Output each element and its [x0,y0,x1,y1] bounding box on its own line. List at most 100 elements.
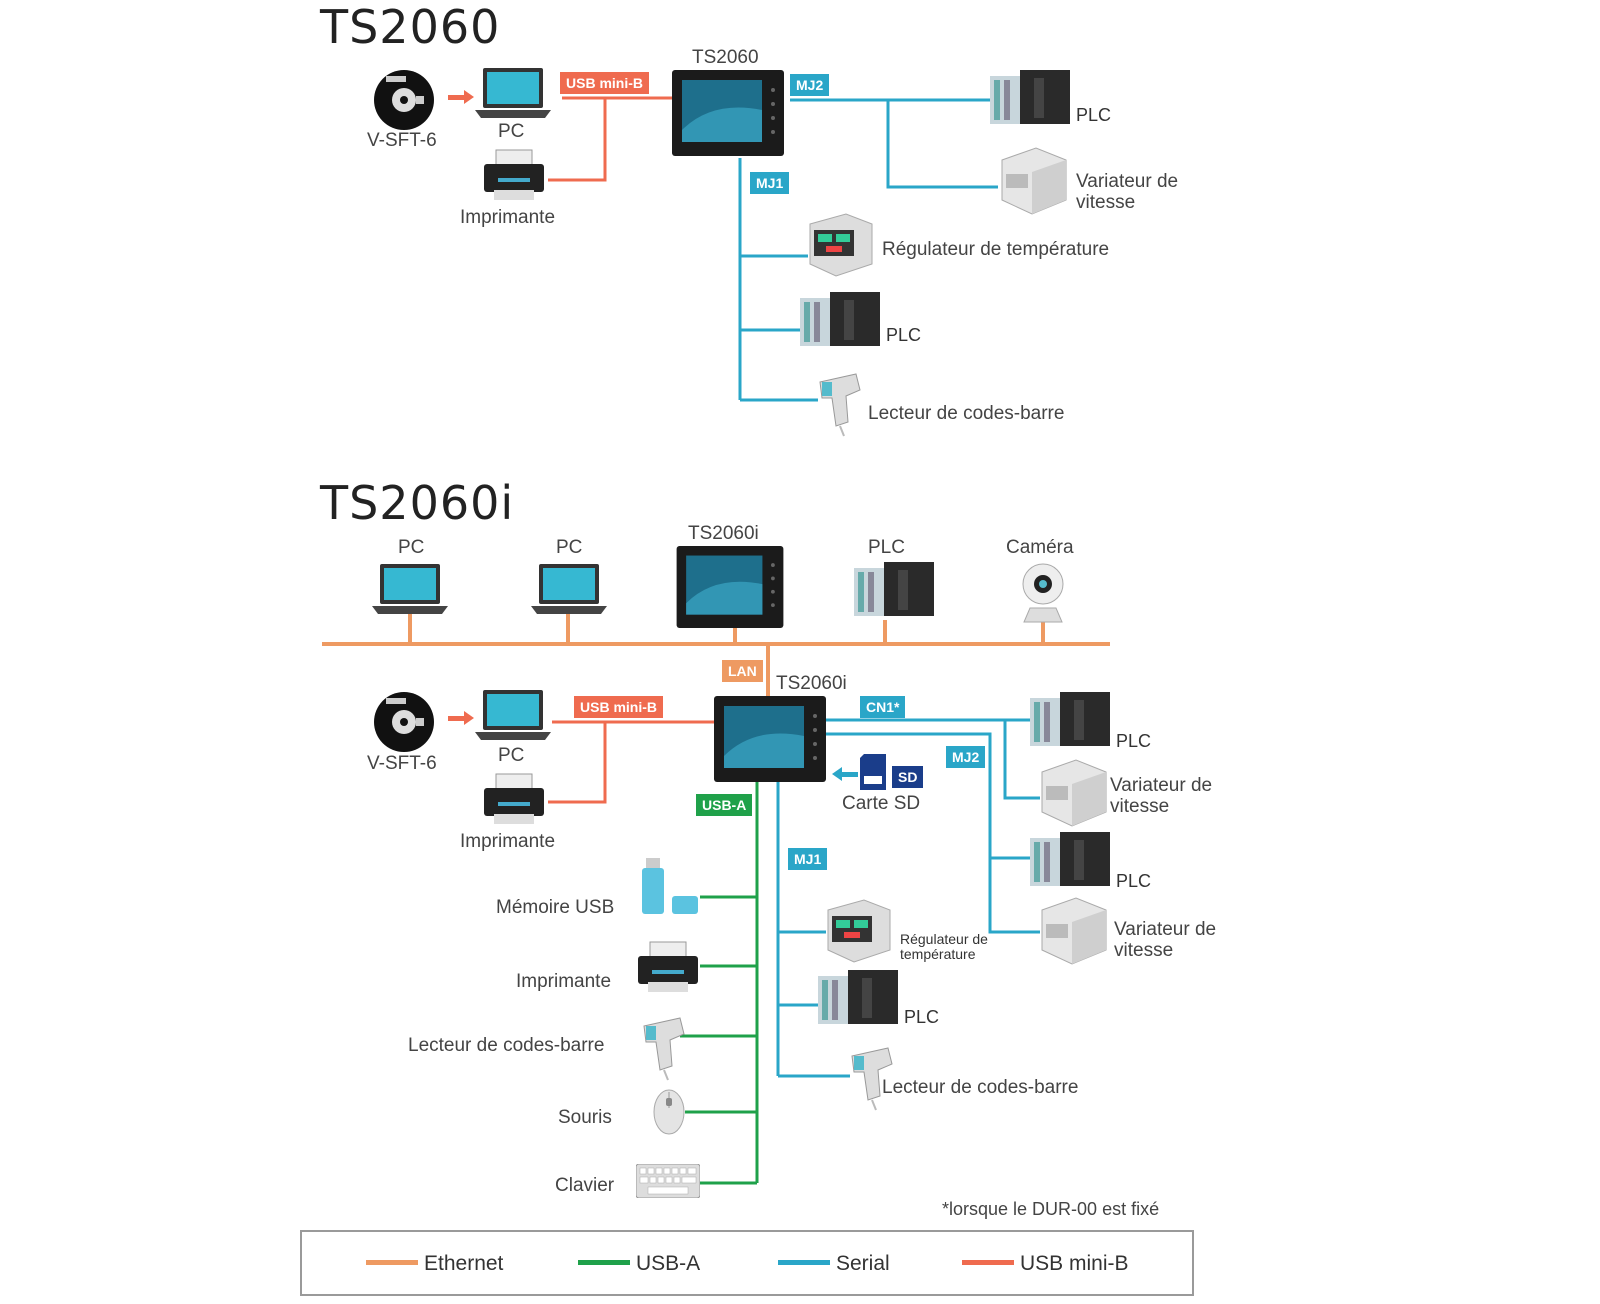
mj1-temp-controller-label: Régulateur de température [900,931,988,963]
top-mj1-port-tag: MJ1 [750,172,790,194]
laptop-icon [475,66,551,127]
legend-item-usb-mini-b: USB mini-B [962,1252,1129,1276]
legend-swatch [778,1259,830,1265]
lan-pc2-label: PC [556,537,583,558]
barcode-scanner-icon [818,372,864,443]
top-hmi-label: TS2060 [692,47,759,68]
temperature-controller-icon [806,210,874,283]
inverter-icon [1036,756,1108,833]
hmi-panel-icon [714,696,826,787]
barcode-scanner-icon [850,1046,896,1117]
plc-icon [1030,830,1110,893]
legend-swatch [366,1259,418,1265]
lan-pc1-label: PC [398,537,425,558]
usb-memory-icon [642,856,700,921]
cd-icon [372,68,436,137]
mj1-lines [776,780,850,1078]
lan-port-tag: LAN [722,660,763,682]
printer-icon [636,940,700,1001]
mj2-lines [824,732,1040,934]
lan-camera-label: Caméra [1006,537,1074,558]
plc-icon [1030,690,1110,753]
bottom-software-label: V-SFT-6 [367,753,437,774]
inverter-icon [996,144,1068,221]
legend-swatch [962,1259,1014,1265]
printer-icon [482,148,546,209]
cn1-inverter-label: Variateur de vitesse [1110,775,1213,817]
top-pc-label: PC [498,121,525,142]
top-usb-port-tag: USB mini-B [560,72,649,94]
top-software-label: V-SFT-6 [367,130,437,151]
mj2-inverter-label: Variateur de vitesse [1114,919,1217,961]
top-section-title: TS2060 [320,0,501,54]
bottom-hmi-label: TS2060i [776,673,847,694]
legend-item-ethernet: Ethernet [366,1252,503,1276]
bottom-cd-arrow [448,711,474,725]
legend-label: Serial [836,1252,890,1275]
top-mj2-plc-label: PLC [1076,105,1112,125]
sd-arrow [832,767,858,781]
legend-item-serial: Serial [778,1252,890,1276]
temperature-controller-icon [824,896,892,969]
camera-icon [1018,558,1068,629]
usb-memory-label: Mémoire USB [496,897,615,918]
legend-item-usb-a: USB-A [578,1252,700,1276]
usb-a-port-tag: USB-A [696,794,753,816]
hmi-panel-icon [672,70,784,161]
legend-swatch [578,1259,630,1265]
usb-barcode-label: Lecteur de codes-barre [408,1035,605,1056]
laptop-icon [372,562,448,623]
bottom-section-title: TS2060i [320,476,515,530]
laptop-icon [531,562,607,623]
plc-icon [800,290,880,353]
sd-card-label: Carte SD [842,793,921,814]
sd-card-icon [860,754,886,795]
inverter-icon [1036,894,1108,971]
usb-printer-label: Imprimante [516,971,612,992]
top-inverter-label: Variateur de vitesse [1076,171,1179,213]
mouse-icon [652,1088,686,1141]
legend: Ethernet USB-A Serial USB mini-B [300,1230,1194,1296]
top-mj1-plc-label: PLC [886,325,922,345]
lan-hmi-label: TS2060i [688,523,759,544]
bottom-printer-label: Imprimante [460,831,556,852]
top-cd-arrow [448,90,474,104]
top-barcode-label: Lecteur de codes-barre [868,403,1065,424]
top-mj2-port-tag: MJ2 [790,74,830,96]
lan-plc-label: PLC [868,537,905,558]
cn1-plc-label: PLC [1116,731,1152,751]
bottom-pc-label: PC [498,745,525,766]
printer-icon [482,772,546,833]
top-temp-controller-label: Régulateur de température [882,239,1110,260]
ethernet-bus [322,612,1110,698]
mj1-barcode-label: Lecteur de codes-barre [882,1077,1079,1098]
hmi-panel-icon [676,546,784,633]
keyboard-label: Clavier [555,1175,615,1196]
legend-label: Ethernet [424,1252,504,1275]
mj2-plc-label: PLC [1116,871,1152,891]
sd-tag: SD [892,766,924,788]
keyboard-icon [635,1163,701,1203]
legend-label: USB mini-B [1020,1252,1129,1275]
top-printer-label: Imprimante [460,207,556,228]
mj1-port-tag: MJ1 [788,848,828,870]
plc-icon [818,968,898,1031]
usb-a-lines [680,780,759,1185]
mj2-port-tag: MJ2 [946,746,986,768]
bottom-usb-lines [548,720,714,804]
mj1-plc-label: PLC [904,1007,940,1027]
plc-icon [990,68,1070,131]
barcode-scanner-icon [642,1016,688,1087]
top-usb-lines [548,96,672,182]
cn1-lines [824,718,1040,800]
plc-icon [854,560,934,623]
top-serial-lines [738,98,998,402]
laptop-icon [475,688,551,749]
footnote: *lorsque le DUR-00 est fixé [942,1199,1160,1219]
legend-label: USB-A [636,1252,701,1275]
cn1-port-tag: CN1* [860,696,906,718]
bottom-usb-port-tag: USB mini-B [574,696,663,718]
mouse-label: Souris [558,1107,612,1128]
cd-icon [372,690,436,759]
